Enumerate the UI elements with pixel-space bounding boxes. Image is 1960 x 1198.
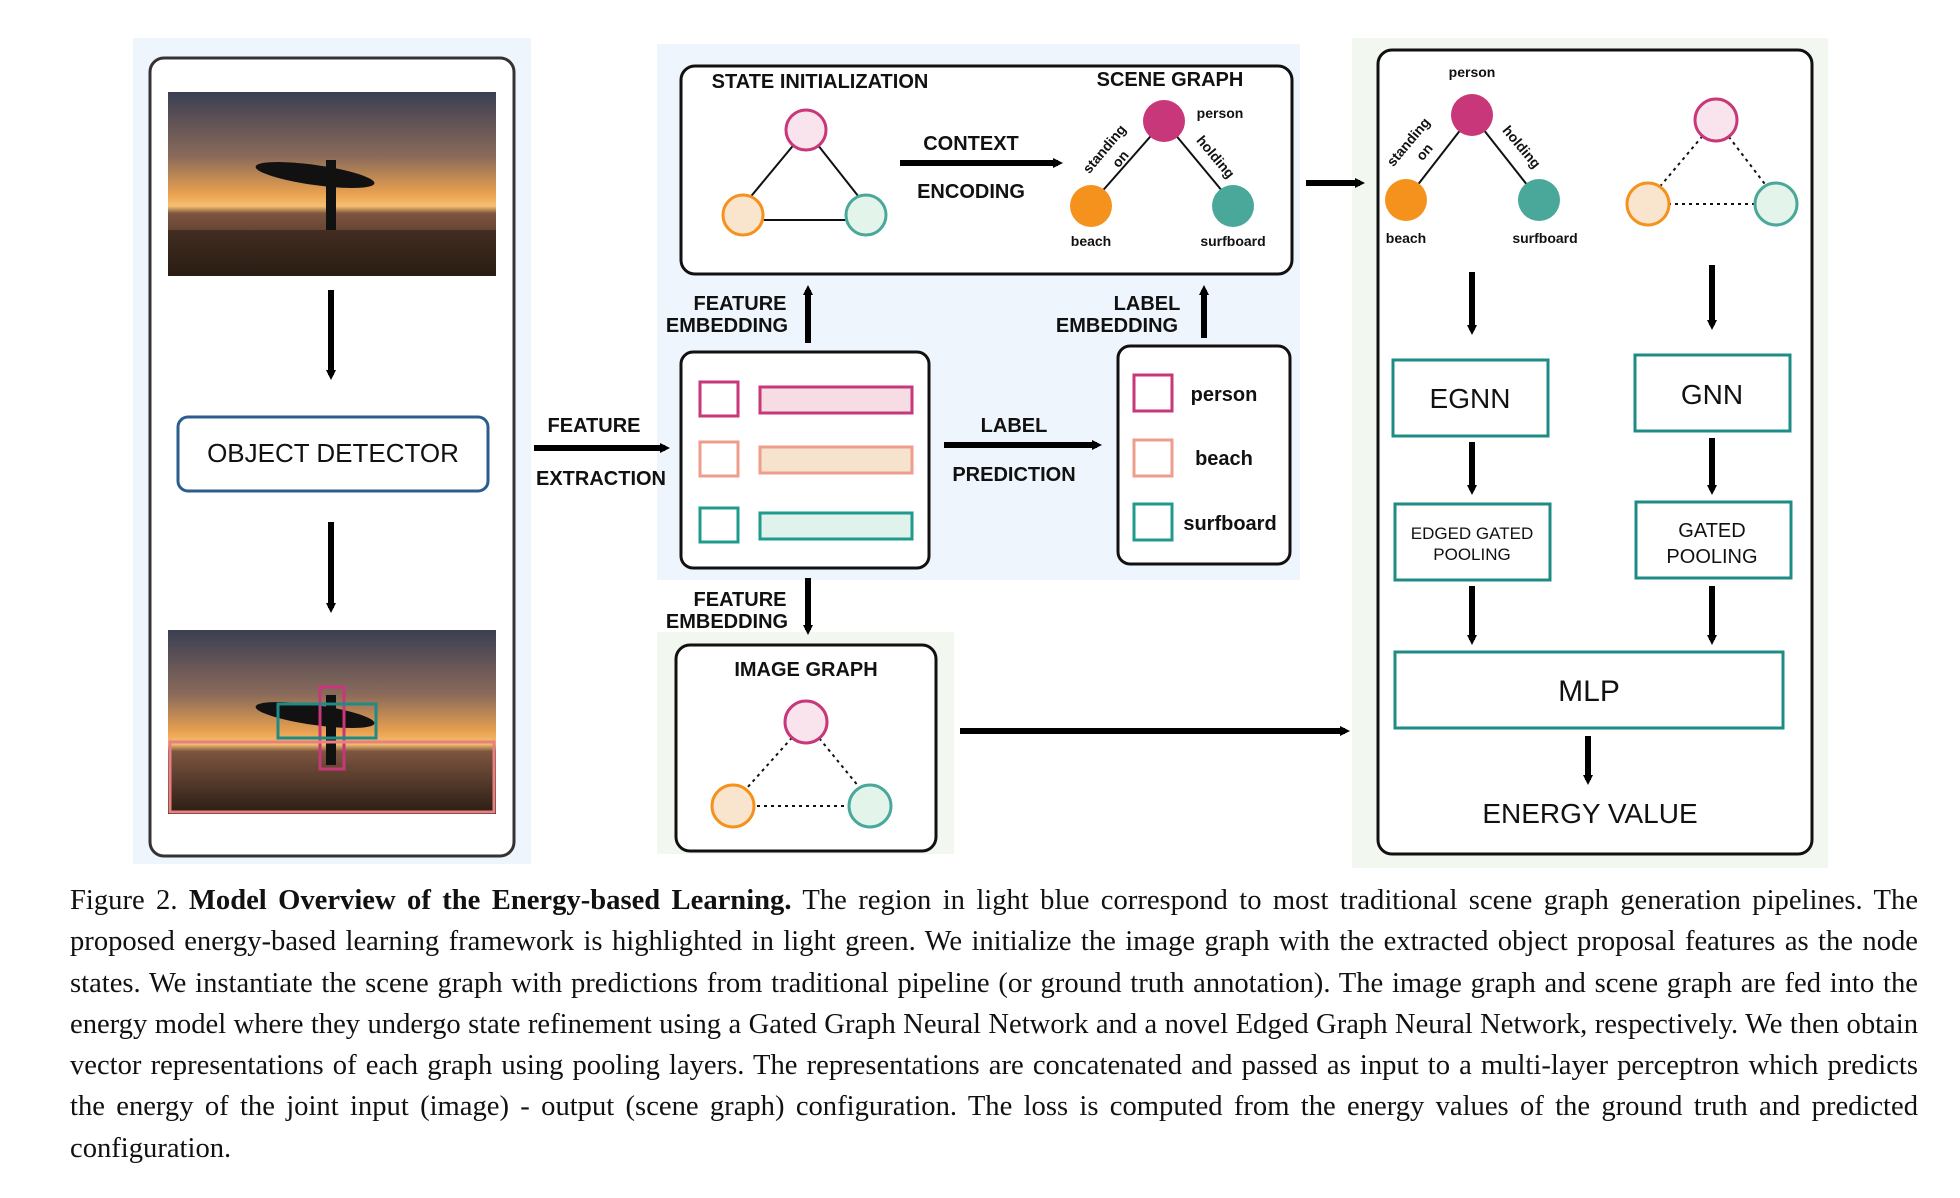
edged-pooling-label-1: EDGED GATED bbox=[1411, 524, 1533, 543]
label-person: person bbox=[1191, 384, 1258, 406]
mlp-box bbox=[1393, 650, 1785, 730]
caption-text: The region in light blue correspond to m… bbox=[70, 885, 1919, 1164]
image-graph-title: IMAGE GRAPH bbox=[734, 659, 877, 681]
gated-pooling-label-1: GATED bbox=[1678, 520, 1745, 542]
label-rows: person beach surfboard bbox=[1132, 373, 1277, 542]
label-prediction-label-2: PREDICTION bbox=[952, 464, 1075, 486]
energy-value-label: ENERGY VALUE bbox=[1482, 798, 1697, 829]
feature-extraction-label-2: EXTRACTION bbox=[536, 468, 666, 490]
scene-graph-title: SCENE GRAPH bbox=[1097, 69, 1244, 91]
gnn-label: GNN bbox=[1681, 379, 1743, 410]
object-detector-label: OBJECT DETECTOR bbox=[207, 438, 459, 468]
caption-title: Model Overview of the Energy-based Learn… bbox=[188, 885, 792, 916]
gnn-box bbox=[1633, 353, 1792, 433]
object-detector-box bbox=[176, 415, 490, 493]
state-init-title: STATE INITIALIZATION bbox=[712, 71, 929, 93]
label-beach: beach bbox=[1195, 448, 1253, 470]
label-surfboard: surfboard bbox=[1183, 513, 1276, 535]
scene-node-beach: beach bbox=[1071, 233, 1111, 249]
detection-photo bbox=[168, 630, 496, 814]
egnn-label: EGNN bbox=[1430, 383, 1511, 414]
edged-gated-pooling-box bbox=[1393, 502, 1552, 582]
energy-node-surfboard: surfboard bbox=[1512, 230, 1577, 246]
gated-pooling-label-2: POOLING bbox=[1666, 546, 1757, 568]
feature-extraction-label-1: FEATURE bbox=[548, 415, 641, 437]
scene-node-surfboard: surfboard bbox=[1200, 233, 1265, 249]
image-graph bbox=[710, 699, 893, 829]
input-photo bbox=[168, 92, 496, 276]
model-overview-diagram: OBJECT DETECTOR FEATURE EXTRACTION STATE… bbox=[133, 38, 1828, 868]
caption-prefix: Figure 2. bbox=[70, 885, 178, 916]
state-init-graph bbox=[721, 108, 888, 237]
egnn-box bbox=[1391, 358, 1550, 438]
context-encoding-label-2: ENCODING bbox=[917, 181, 1025, 203]
energy-image-graph bbox=[1625, 97, 1799, 227]
figure-caption: Figure 2. Model Overview of the Energy-b… bbox=[70, 880, 1918, 1169]
feature-embedding-down-label-1: FEATURE bbox=[694, 589, 787, 611]
energy-node-beach: beach bbox=[1386, 230, 1426, 246]
feature-embedding-up-label-2: EMBEDDING bbox=[666, 315, 788, 337]
feature-rows bbox=[698, 380, 914, 544]
mlp-label: MLP bbox=[1558, 675, 1620, 708]
labels-box bbox=[1116, 344, 1292, 566]
label-embedding-label-2: EMBEDDING bbox=[1056, 315, 1178, 337]
feature-embedding-up-label-1: FEATURE bbox=[694, 293, 787, 315]
state-init-box bbox=[679, 64, 1294, 276]
gated-pooling-box bbox=[1634, 500, 1793, 580]
context-encoding-label-1: CONTEXT bbox=[923, 133, 1019, 155]
energy-node-person: person bbox=[1449, 64, 1496, 80]
energy-model-panel bbox=[1376, 48, 1814, 856]
feature-embedding-down-label-2: EMBEDDING bbox=[666, 611, 788, 633]
scene-node-person: person bbox=[1197, 105, 1244, 121]
label-embedding-label-1: LABEL bbox=[1114, 293, 1181, 315]
edged-pooling-label-2: POOLING bbox=[1433, 545, 1510, 564]
label-prediction-label-1: LABEL bbox=[981, 415, 1048, 437]
